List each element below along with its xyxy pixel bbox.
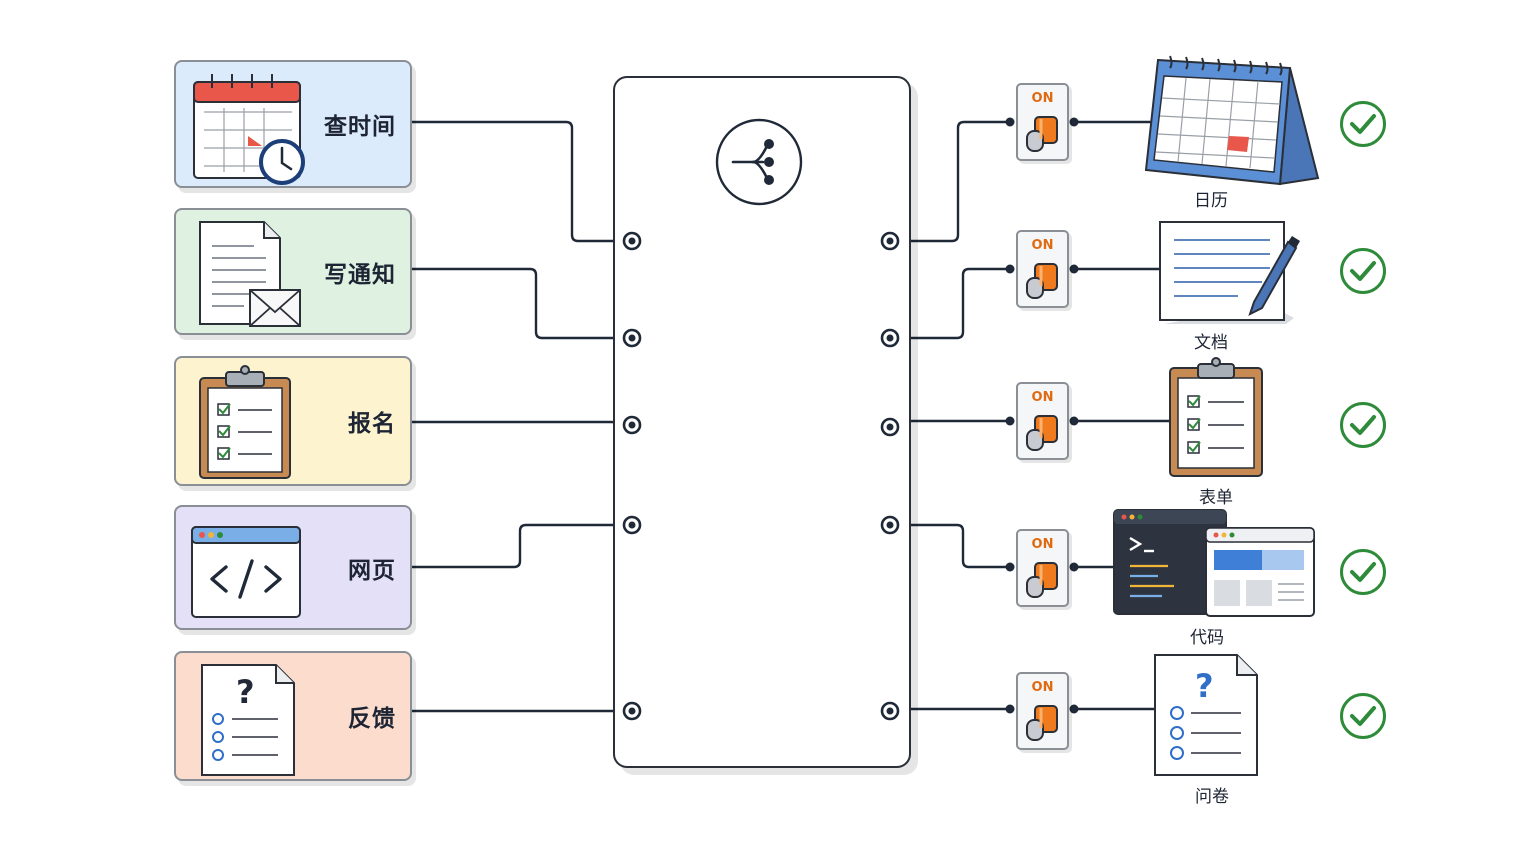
document-pen-icon[interactable] [1158,220,1304,326]
input-label: 报名 [348,411,396,437]
calendar-clock-icon [193,74,305,185]
code-window-icon [191,526,301,618]
toggle-label: ON [1031,390,1054,405]
survey-icon[interactable]: ? [1153,653,1261,779]
input-card-feedback[interactable]: ? 反馈 [174,651,412,781]
toggle-lever-icon [1026,263,1058,299]
check-circle-icon [1340,248,1386,294]
wire-output-2 [890,267,1010,340]
toggle-lever-icon [1026,562,1058,598]
input-label: 查时间 [324,114,396,140]
question-form-icon: ? [201,664,295,776]
toggle-label: ON [1031,680,1054,695]
toggle-switch-survey[interactable]: ON [1016,672,1069,750]
toggle-label: ON [1031,91,1054,106]
toggle-lever-icon [1026,705,1058,741]
toggle-label: ON [1031,537,1054,552]
wire-input-2 [412,267,632,340]
check-circle-icon [1340,101,1386,147]
input-label: 写通知 [324,261,396,288]
toggle-lever-icon [1026,415,1058,451]
wire-output-1 [890,120,1010,243]
toggle-label: ON [1031,238,1054,253]
toggle-switch-calendar[interactable]: ON [1016,83,1069,161]
input-label: 网页 [348,557,396,584]
share-fork-icon [715,118,803,206]
check-circle-icon [1340,402,1386,448]
input-card-notice[interactable]: 写通知 [174,208,412,335]
svg-text:?: ? [1195,667,1214,705]
wire-output-4 [890,523,1010,569]
target-label: 代码 [1190,628,1224,648]
wire-input-1 [412,120,632,243]
input-card-signup[interactable]: 报名 [174,356,412,486]
wire-input-4 [412,523,632,569]
toggle-switch-code[interactable]: ON [1016,529,1069,607]
svg-text:?: ? [236,673,255,711]
target-label: 文档 [1194,333,1228,353]
calendar-icon[interactable] [1140,54,1322,188]
target-label: 表单 [1199,488,1233,508]
toggle-switch-document[interactable]: ON [1016,230,1069,308]
input-card-time[interactable]: 查时间 [174,60,412,188]
target-label: 日历 [1194,191,1228,211]
input-label: 反馈 [348,706,396,732]
check-circle-icon [1340,693,1386,739]
terminal-browser-icon[interactable] [1112,508,1318,620]
check-circle-icon [1340,549,1386,595]
clipboard-checklist-icon [199,365,291,479]
target-label: 问卷 [1195,787,1229,807]
wire-input-3 [412,420,633,427]
input-card-webpage[interactable]: 网页 [174,505,412,630]
document-envelope-icon [199,221,301,327]
toggle-switch-form[interactable]: ON [1016,382,1069,460]
form-clipboard-icon[interactable] [1168,356,1266,480]
toggle-lever-icon [1026,116,1058,152]
